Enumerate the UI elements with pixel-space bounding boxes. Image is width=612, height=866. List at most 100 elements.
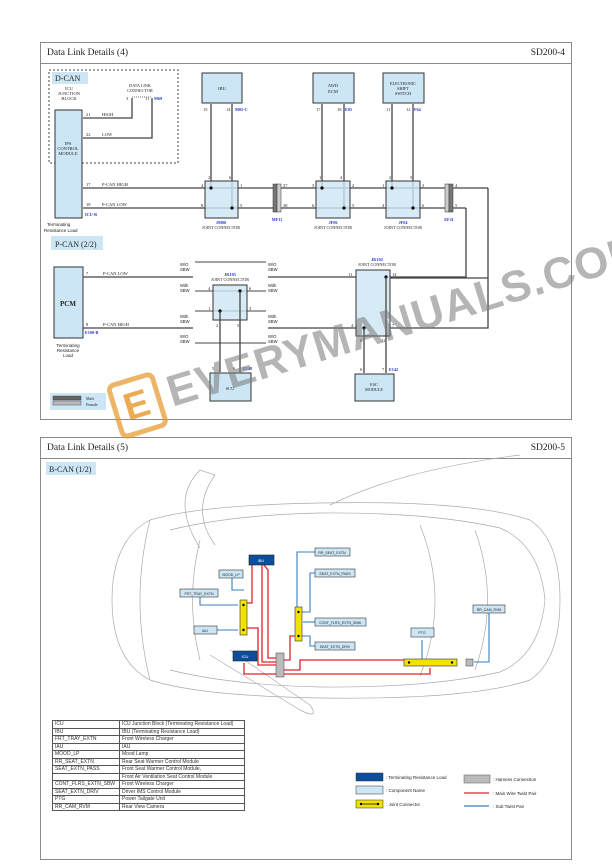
option-label: W/O	[180, 334, 189, 339]
option-label: With	[180, 283, 189, 288]
iau-box[interactable]	[193, 625, 218, 635]
pin-number: 5	[240, 203, 243, 208]
pin-number: 17	[316, 107, 321, 112]
ips-label: IPS	[65, 141, 72, 146]
cont-flrs-extn-sbw-box[interactable]	[314, 617, 367, 627]
legend-label: : Terminating Resistance Load	[386, 775, 447, 780]
junction-dot	[411, 206, 415, 210]
sub-twist-pair-wires	[199, 551, 490, 663]
option-label: With	[180, 314, 189, 319]
car-outline	[111, 454, 561, 715]
option-label: SBW	[180, 267, 190, 272]
pin-number: 3	[312, 183, 315, 188]
junction-dot	[320, 186, 324, 190]
pcm-module[interactable]	[53, 266, 84, 339]
junction-dot	[390, 186, 394, 190]
connector-id: JK102	[371, 257, 383, 262]
pin-number: 2	[352, 183, 354, 188]
pin-number: 7	[382, 367, 385, 372]
jf06-joint-connector[interactable]	[315, 180, 351, 219]
pin-number: 11	[145, 96, 149, 101]
connector-id: E148	[243, 366, 252, 371]
module-name: ESC	[370, 382, 378, 387]
option-label: SBW	[268, 288, 278, 293]
abbreviation-cell	[52, 772, 120, 781]
legend-harness-swatch	[463, 774, 491, 784]
seat-extn-driv-box[interactable]	[314, 641, 356, 651]
joint-connector[interactable]	[239, 599, 248, 636]
seat-extn-pass-box[interactable]	[314, 568, 356, 578]
harness-connection[interactable]	[465, 658, 474, 667]
awd-ecm-module[interactable]	[312, 72, 355, 104]
pin-number: 8	[86, 322, 89, 327]
pin-number: 3	[126, 96, 129, 101]
terminating-label: Resistance Load	[44, 228, 78, 233]
wire-label: HIGH	[102, 112, 114, 117]
esc-module[interactable]	[354, 373, 395, 402]
abbreviation-cell: RR_SEAT_EXTN	[52, 757, 120, 766]
unused	[420, 208, 466, 258]
junction-dot	[297, 610, 300, 614]
pin-number: 6	[312, 203, 315, 208]
description-cell: ICU Junction Block (Terminating Resistan…	[119, 720, 245, 729]
module-name: ECM	[328, 89, 338, 94]
sub-wire	[199, 597, 238, 606]
frt-tray-extn-box[interactable]	[179, 588, 219, 598]
jk102-joint-connector[interactable]	[355, 269, 391, 337]
connector-id: E142	[389, 367, 398, 372]
pin-number: 18	[86, 202, 91, 207]
female-swatch	[52, 400, 82, 406]
pin-number: 6	[360, 367, 363, 372]
icu-terminating-box[interactable]	[232, 650, 258, 662]
jf04-joint-connector[interactable]	[385, 180, 421, 219]
connector-id: JK105	[224, 272, 236, 277]
ef21-male-connector[interactable]	[448, 183, 454, 213]
mf11-male-connector[interactable]	[272, 183, 278, 213]
pin-number: 6	[233, 366, 236, 371]
pin-number: 12	[381, 338, 386, 343]
joint-connector-label: JOINT CONNECTOR	[358, 262, 396, 267]
pcan-2-section: P-CAN (2/2) PCM Terminating Resistance L…	[50, 208, 489, 410]
mood-lp-box[interactable]	[218, 569, 244, 579]
ef21-female-connector[interactable]	[444, 183, 450, 213]
wire-label: P-CAN LOW	[102, 202, 128, 207]
page-code: SD200-5	[530, 443, 565, 453]
connector-id: M69	[154, 96, 162, 101]
rr-seat-extn-box[interactable]	[314, 547, 351, 557]
rr-cam-rvm-box[interactable]	[472, 604, 506, 614]
sub-wire	[231, 578, 244, 591]
jk105-joint-connector[interactable]	[212, 284, 248, 321]
bcan-legend: : Terminating Resistance Load : Componen…	[355, 772, 537, 809]
connector-id: M02-C	[235, 107, 248, 112]
component-label: RR_CAM_RVM	[477, 608, 502, 612]
pin-number: 4	[208, 286, 211, 291]
ptg-box[interactable]	[410, 627, 435, 638]
pin-number: 5	[237, 323, 240, 328]
terminating-label: Terminating	[56, 343, 80, 348]
joint-connector[interactable]	[294, 606, 303, 642]
pin-number: 14	[392, 272, 397, 277]
option-label: SBW	[268, 339, 278, 344]
harness-connection[interactable]	[275, 652, 285, 678]
dlc-label: DATA LINK	[129, 83, 151, 88]
wire-label: P-CAN HIGH	[102, 182, 129, 187]
ibu-module[interactable]	[201, 72, 243, 104]
pin-number: 3	[422, 183, 425, 188]
module-name: AWD	[328, 83, 339, 88]
terminating-label: Resistance	[57, 348, 80, 353]
joint-connector[interactable]	[403, 658, 458, 667]
electronic-shift-switch-module[interactable]	[382, 72, 425, 104]
scu-module[interactable]	[209, 372, 252, 402]
jm06-joint-connector[interactable]	[204, 180, 239, 219]
main-twist-pair-wires	[243, 564, 431, 675]
ibu-terminating-box[interactable]	[248, 554, 275, 566]
ips-control-module[interactable]	[54, 109, 83, 219]
mf11-female-connector[interactable]	[276, 183, 282, 213]
wire-label: P-CAN LOW	[103, 271, 129, 276]
option-label: SBW	[180, 319, 190, 324]
abbreviation-cell: PTG	[52, 795, 120, 804]
sub-wire	[302, 572, 315, 613]
